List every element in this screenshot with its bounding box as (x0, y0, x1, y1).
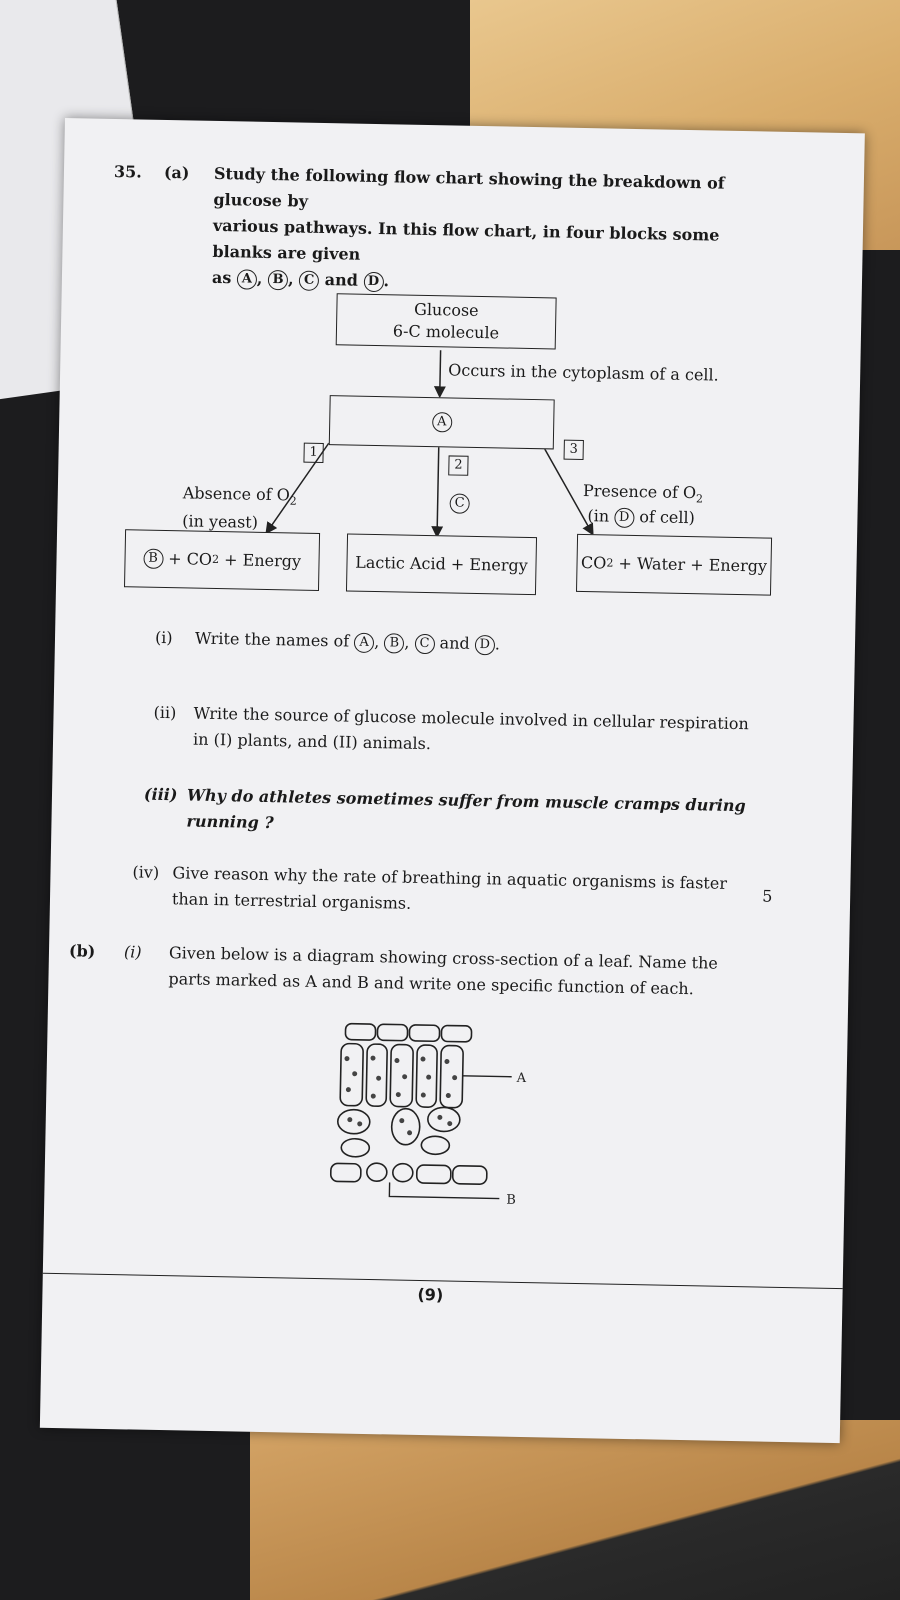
palisade-cell (365, 1043, 388, 1107)
palisade-cell (339, 1042, 364, 1107)
part-b-text: Given below is a diagram showing cross-s… (168, 943, 718, 999)
marker-b-q: B (384, 632, 405, 654)
presence-location-label: (in D of cell) (587, 506, 696, 528)
step-1-label: 1 (303, 442, 324, 464)
part-b-i-label: (i) (123, 942, 142, 962)
step-3-label: 3 (563, 439, 584, 461)
label-b: B (506, 1193, 516, 1208)
part-b-label: (b) (68, 941, 96, 961)
subq-iii-label: (iii) (143, 784, 178, 805)
flow-chart-arrows (265, 350, 594, 539)
guard-cell (392, 1162, 414, 1183)
arrow-right-pathway (543, 446, 594, 536)
spongy-cell (420, 1135, 451, 1156)
spongy-cell (427, 1106, 461, 1133)
upper-epidermis-cell (440, 1024, 473, 1043)
marker-a-block: A (431, 412, 452, 433)
subq-iv-text: Give reason why the rate of breathing in… (171, 863, 728, 913)
lower-epidermis-cell (451, 1164, 488, 1185)
subq-iii-text: Why do athletes sometimes suffer from mu… (186, 785, 746, 833)
upper-epidermis-cell (376, 1023, 409, 1042)
glucose-box: Glucose 6-C molecule (335, 293, 557, 350)
subq-i-label: (i) (154, 627, 173, 648)
marker-a-q: A (354, 632, 375, 653)
page-number: (9) (417, 1284, 444, 1305)
guard-cell (366, 1162, 388, 1182)
marker-d-q: D (474, 634, 496, 655)
marker-d-chart: D (614, 507, 635, 528)
palisade-cell (439, 1044, 464, 1109)
pointer-line-a (462, 1075, 512, 1078)
background-wood-table-lower (250, 1420, 900, 1600)
flow-chart: Glucose 6-C molecule Occurs in the cytop… (65, 118, 865, 596)
step-2-label: 2 (448, 455, 469, 476)
subq-i-text: Write the names of A, B, C and D. (194, 628, 501, 655)
arrow-middle-pathway (431, 445, 444, 539)
spongy-cell (340, 1137, 371, 1158)
marks-value: 5 (762, 886, 773, 906)
spongy-cell (336, 1108, 371, 1135)
block-a: A (328, 395, 555, 450)
lower-epidermis-cell (329, 1162, 362, 1183)
arrow-left-pathway (265, 442, 330, 535)
lower-epidermis-cell (415, 1164, 452, 1185)
arrow-glucose-to-a (433, 350, 446, 399)
upper-epidermis-cell (408, 1024, 441, 1043)
subq-iv-label: (iv) (132, 862, 160, 882)
spongy-cell (390, 1107, 421, 1146)
cytoplasm-note: Occurs in the cytoplasm of a cell. (448, 360, 719, 385)
pointer-line-b (388, 1182, 500, 1200)
result-box-middle: Lactic Acid + Energy (345, 533, 538, 596)
exam-paper-page: 35. (a) Study the following flow chart s… (39, 118, 865, 1444)
marker-b-chart: B (142, 548, 164, 569)
subq-ii-label: (ii) (153, 702, 177, 723)
subq-ii-text: Write the source of glucose molecule inv… (192, 703, 750, 754)
marker-c-q: C (414, 633, 435, 654)
upper-epidermis-cell (344, 1022, 377, 1041)
palisade-cell (389, 1043, 414, 1108)
palisade-cell (415, 1044, 438, 1108)
label-a: A (516, 1071, 527, 1086)
leaf-cross-section-diagram: A B (329, 1022, 527, 1208)
